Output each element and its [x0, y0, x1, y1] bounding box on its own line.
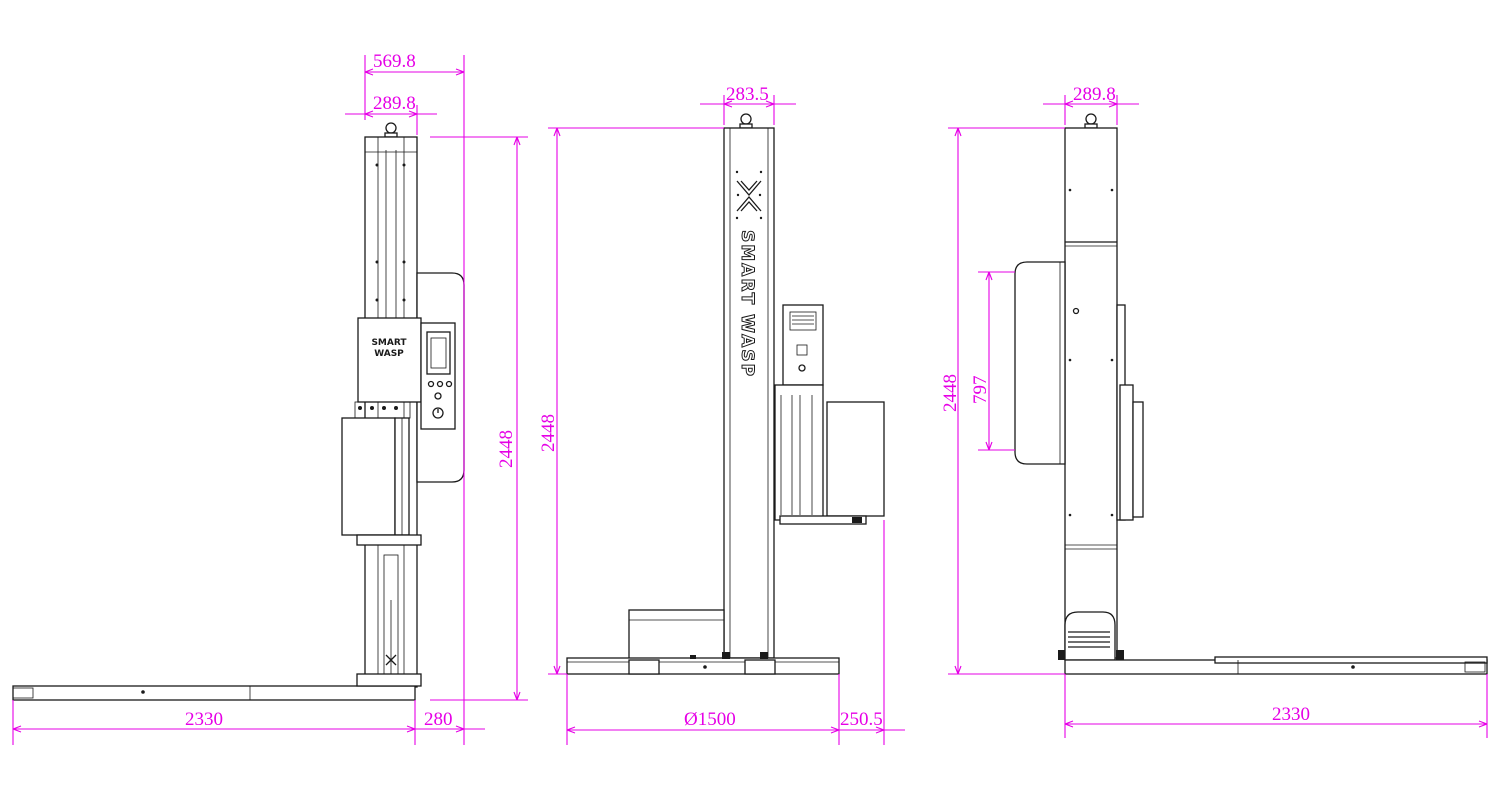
left-top-width-label: 569.8: [373, 51, 416, 72]
right-dimensions: 289.8 2448 797 2330: [940, 84, 1488, 738]
right-base-length-label: 2330: [1272, 704, 1310, 725]
right-height-label: 2448: [940, 374, 961, 412]
front-height-label: 2448: [538, 414, 559, 452]
front-offset-label: 250.5: [840, 709, 883, 730]
front-view: SMART WASP: [566, 113, 885, 675]
left-base-length-label: 2330: [185, 709, 223, 730]
front-vertical-logo: SMART WASP: [737, 230, 757, 378]
left-side-view: SMART WASP: [12, 122, 465, 701]
left-dimensions: 569.8 289.8 2448 2330 280: [12, 51, 528, 745]
right-panel-height-label: 797: [970, 376, 991, 405]
left-overhang-label: 280: [424, 709, 453, 730]
right-mast-width-label: 289.8: [1073, 84, 1116, 105]
front-dimensions: 283.5 2448 Ø1500 250.5: [538, 84, 905, 745]
left-logo-line2: WASP: [374, 349, 404, 359]
front-diameter-label: Ø1500: [684, 709, 736, 730]
left-height-label: 2448: [496, 430, 517, 468]
front-mast-width-label: 283.5: [726, 84, 769, 105]
left-logo-line1: SMART: [371, 338, 407, 348]
left-mast-width-label: 289.8: [373, 93, 416, 114]
right-side-view: [1014, 113, 1488, 675]
